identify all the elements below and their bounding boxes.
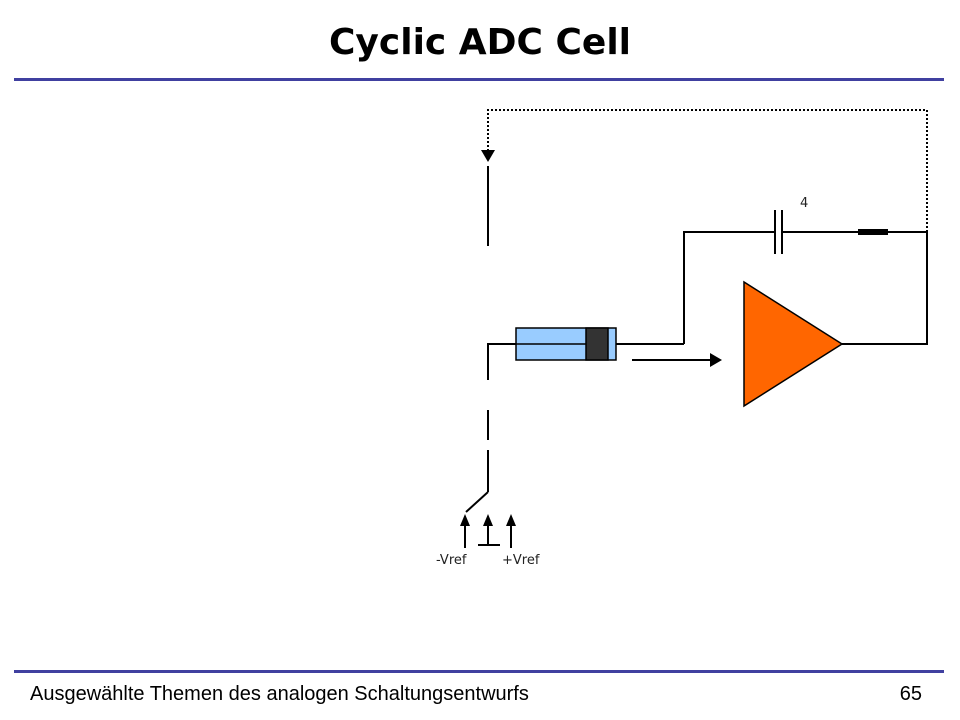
- pos-ref-label: +Vref: [502, 553, 540, 568]
- footer-course-title: Ausgewählte Themen des analogen Schaltun…: [30, 683, 529, 705]
- input-wire: [487, 343, 516, 380]
- feedback-switch: [858, 229, 888, 235]
- page-number: 65: [899, 683, 922, 705]
- neg-ref-arrowhead: [460, 514, 470, 526]
- feedback-loop-wire: [683, 231, 775, 344]
- capacitor-label: 4: [800, 196, 808, 211]
- output-return-wire: [842, 231, 928, 345]
- neg-ref-label: -Vref: [436, 553, 467, 568]
- title-divider: [14, 78, 944, 81]
- ground-arrowhead: [483, 514, 493, 526]
- slide-title: Cyclic ADC Cell: [329, 22, 631, 63]
- feedback-dotted-line: [487, 109, 928, 232]
- sample-hold-dark-section: [585, 327, 609, 361]
- reference-switch-arm: [465, 491, 489, 513]
- footer-divider: [14, 670, 944, 673]
- opamp-triangle: [743, 280, 844, 408]
- signal-arrowhead: [710, 353, 722, 367]
- feedback-arrowhead: [481, 150, 495, 162]
- pos-ref-arrowhead: [506, 514, 516, 526]
